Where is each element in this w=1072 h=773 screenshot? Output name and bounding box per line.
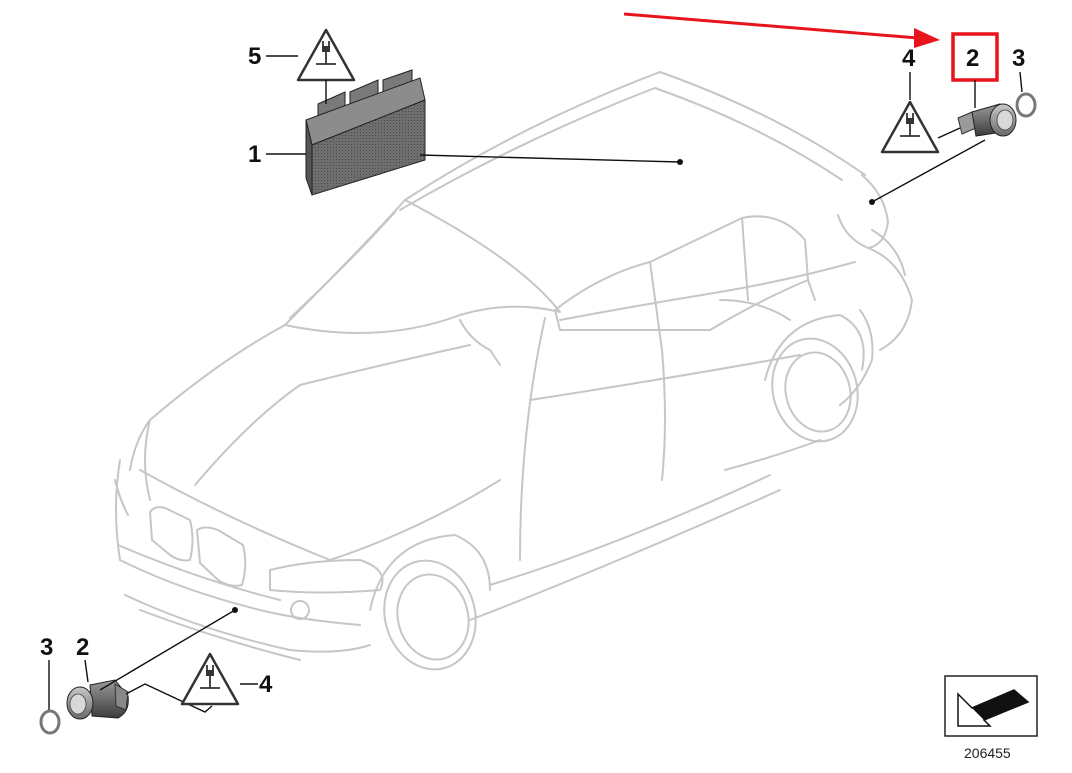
electrical-connector-warning-icon — [296, 28, 356, 82]
callout-4-front: 4 — [259, 671, 273, 698]
mounting-ring-rear-part — [1015, 92, 1037, 118]
electrical-connector-warning-icon — [180, 652, 240, 706]
callout-5: 5 — [248, 43, 261, 70]
callout-3-front: 3 — [40, 634, 53, 661]
pdc-sensor-rear-part — [957, 103, 1017, 137]
callout-1: 1 — [248, 141, 261, 168]
diagram-reference-number: 206455 — [964, 745, 1011, 761]
highlight-arrow — [623, 12, 940, 48]
electrical-connector-warning-icon — [880, 100, 940, 154]
control-module-part — [305, 69, 426, 196]
callout-3-rear: 3 — [1012, 45, 1025, 72]
direction-arrow-icon — [944, 675, 1038, 737]
pdc-sensor-front-part — [66, 679, 129, 720]
callout-2-rear: 2 — [966, 45, 979, 72]
car-outline — [114, 71, 913, 671]
callout-4-rear: 4 — [902, 45, 916, 72]
callout-2-front: 2 — [76, 634, 89, 661]
mounting-ring-front-part — [39, 709, 61, 735]
